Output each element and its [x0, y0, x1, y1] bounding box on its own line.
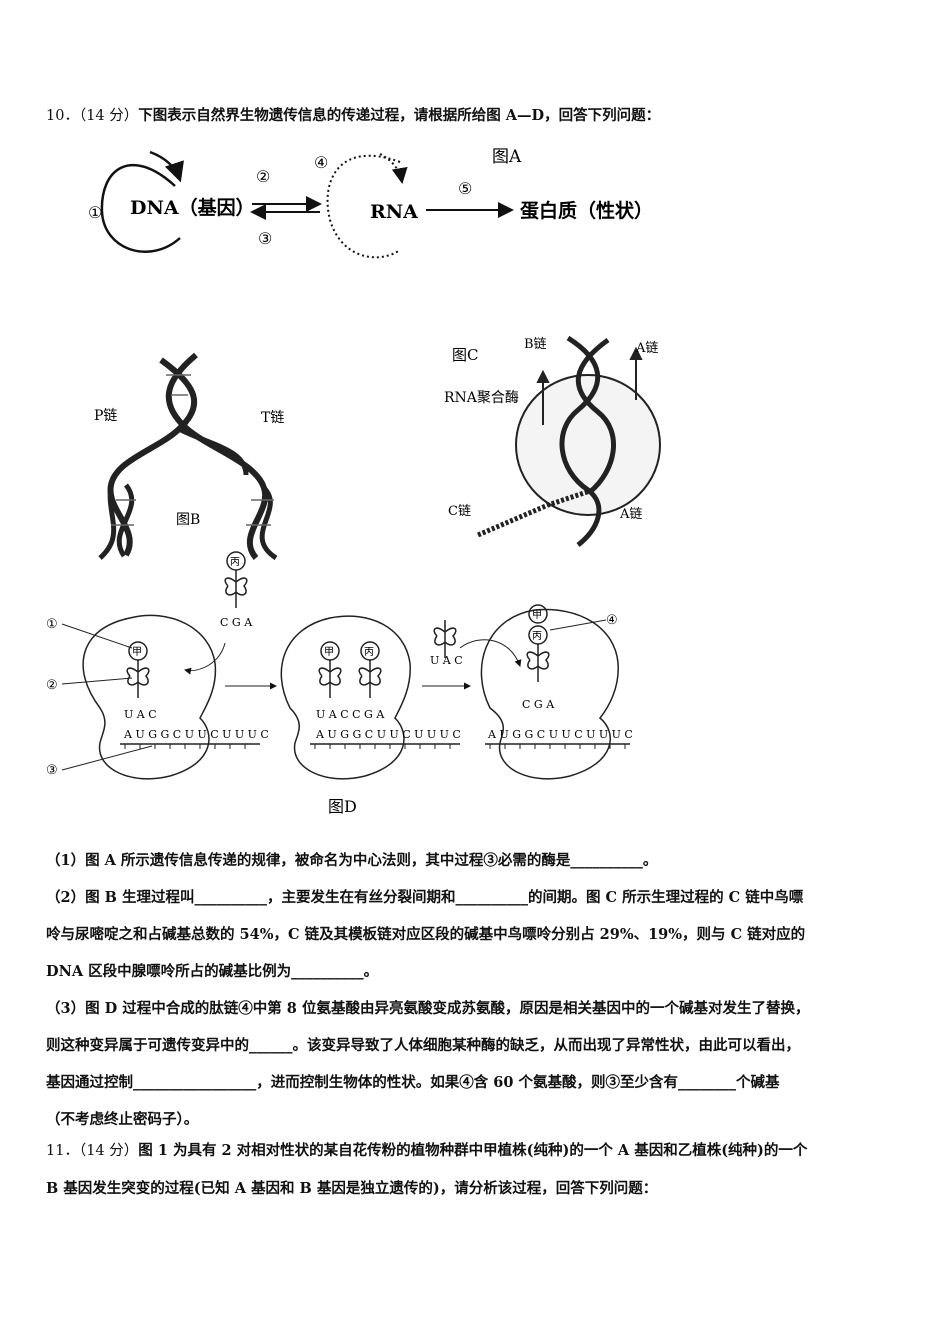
figC-enzyme: RNA聚合酶	[444, 390, 519, 406]
figC-b-chain: B链	[524, 337, 547, 352]
figD-free-trna-cga: C G A	[220, 616, 253, 629]
figD-jia-1: 甲	[132, 647, 142, 658]
q10-part-line: DNA 区段中腺嘌呤所占的碱基比例为__________。	[46, 963, 379, 980]
q11-text-2: B 基因发生突变的过程(已知 A 基因和 B 基因是独立遗传的)，请分析该过程，…	[46, 1180, 658, 1197]
figD-mrna-1: A U G G C U U C U U U C	[123, 728, 269, 741]
figA-caption: 图A	[492, 147, 522, 167]
q10-number: 10．	[46, 108, 79, 124]
figD-marker-2: ②	[46, 678, 58, 693]
q10-part-line: 则这种变异属于可遗传变异中的______。该变异导致了人体细胞某种酶的缺乏，从而…	[46, 1037, 800, 1054]
figA-marker-5: ⑤	[458, 179, 472, 198]
figure-c: 图C B链 A链 RNA聚合酶 C链 A链	[444, 335, 661, 547]
figD-marker-4: ④	[606, 613, 618, 628]
figD-mrna-3: A U G G C U U C U U U C	[487, 728, 633, 741]
figure-a: 图A ① DNA（基因） ② ③ ④ RNA ⑤ 蛋白质（性状）	[88, 147, 653, 259]
figA-loop-replication	[100, 163, 181, 253]
q10-part-line: （不考虑终止密码子）。	[46, 1111, 199, 1128]
q10-stem-text: 下图表示自然界生物遗传信息的传递过程，请根据所给图 A—D，回答下列问题：	[138, 107, 661, 124]
figD-marker-1: ①	[46, 617, 58, 632]
figB-left-label: P链	[94, 408, 117, 424]
figC-a-chain-top: A链	[635, 341, 658, 356]
figC-c-chain: C链	[448, 504, 471, 519]
figure-d: A U G G C U U C U U U C A U G G C U U C …	[46, 551, 633, 816]
q11: 11．（14 分）图 1 为具有 2 对相对性状的某自花传粉的植物种群中甲植株(…	[46, 1132, 916, 1207]
figA-rna-label: RNA	[370, 201, 418, 223]
figC-a-chain-bottom: A链	[619, 507, 642, 522]
q11-line-1: 11．（14 分）图 1 为具有 2 对相对性状的某自花传粉的植物种群中甲植株(…	[46, 1132, 916, 1170]
q11-text-1: 图 1 为具有 2 对相对性状的某自花传粉的植物种群中甲植株(纯种)的一个 A …	[138, 1142, 808, 1159]
figD-free-trna-uac: U A C	[430, 654, 463, 667]
figB-caption: 图B	[176, 512, 200, 528]
figD-anticodon-2: U A C C G A	[316, 708, 385, 721]
q10-part-line: （2）图 B 生理过程叫__________，主要发生在有丝分裂间期和_____…	[46, 889, 804, 906]
figA-loop-rna	[326, 154, 401, 259]
figA-marker-2: ②	[256, 167, 270, 186]
figC-caption: 图C	[452, 346, 478, 364]
figA-marker-1: ①	[88, 203, 102, 222]
figD-bing-1: 丙	[230, 557, 240, 568]
q10-score: （14 分）	[78, 108, 139, 124]
figA-marker-3: ③	[258, 229, 272, 248]
q11-number: 11．	[46, 1143, 79, 1159]
figD-bing-2: 丙	[364, 647, 374, 658]
figB-right-label: T链	[261, 410, 284, 426]
figD-jia-3: 甲	[532, 610, 542, 621]
figD-marker-3: ③	[46, 763, 58, 778]
q10-stem: 10．（14 分）下图表示自然界生物遗传信息的传递过程，请根据所给图 A—D，回…	[46, 104, 660, 125]
figD-bing-3: 丙	[532, 631, 542, 642]
figure-b: P链 T链 图B	[94, 352, 284, 561]
q10-part-line: 基因通过控制_________________，进而控制生物体的性状。如果④含 …	[46, 1074, 780, 1091]
q11-score: （14 分）	[78, 1143, 139, 1159]
figD-caption: 图D	[328, 797, 357, 816]
figD-jia-2: 甲	[324, 647, 334, 658]
figC-rna-polymerase	[515, 374, 661, 516]
figA-marker-4: ④	[314, 153, 328, 172]
figA-protein-label: 蛋白质（性状）	[520, 199, 653, 222]
figA-dna-label: DNA（基因）	[130, 196, 255, 219]
q10-parts: （1）图 A 所示遗传信息传递的规律，被命名为中心法则，其中过程③必需的酶是__…	[46, 842, 916, 1138]
q10-part-line: （3）图 D 过程中合成的肽链④中第 8 位氨基酸由异亮氨酸变成苏氨酸，原因是相…	[46, 1000, 810, 1017]
figD-mrna-2: A U G G C U U C U U U C	[315, 728, 461, 741]
q10-part-line: （1）图 A 所示遗传信息传递的规律，被命名为中心法则，其中过程③必需的酶是__…	[46, 852, 658, 869]
q10-part-line: 呤与尿嘧啶之和占碱基总数的 54%，C 链及其模板链对应区段的碱基中鸟嘌呤分别占…	[46, 926, 806, 943]
figD-anticodon-3: C G A	[522, 698, 555, 711]
figD-anticodon-1: U A C	[124, 708, 157, 721]
